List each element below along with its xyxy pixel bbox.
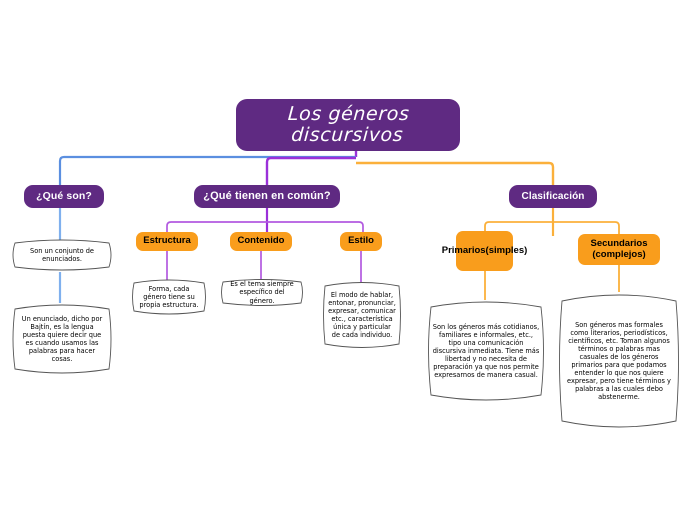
leaf-box-enunciados[interactable]: Son un conjunto de enunciados. [10, 236, 114, 274]
leaf-box-tema-text: Es el tema siempre específico del género… [230, 280, 294, 305]
sub-node-estilo-label: Estilo [348, 235, 374, 247]
leaf-box-bajtin[interactable]: Un enunciado, dicho por Bajtín, es la le… [10, 300, 114, 378]
leaf-outline-shape [323, 282, 401, 348]
sub-node-secundarios[interactable]: Secundarios (complejos) [578, 234, 660, 265]
leaf-outline-shape [12, 239, 112, 271]
leaf-box-cotidianos[interactable]: Son los géneros más cotidianos, familiar… [425, 296, 547, 406]
leaf-outline-shape [559, 294, 679, 428]
leaf-box-cotidianos-text: Son los géneros más cotidianos, familiar… [432, 322, 540, 380]
sub-node-estructura-label: Estructura [143, 235, 191, 247]
root-node[interactable]: Los géneros discursivos [236, 99, 460, 151]
leaf-outline-shape [221, 279, 303, 306]
leaf-outline-shape [12, 304, 112, 374]
leaf-box-bajtin-text: Un enunciado, dicho por Bajtín, es la le… [21, 314, 103, 364]
branch-node-que-son[interactable]: ¿Qué son? [24, 185, 104, 208]
sub-node-contenido[interactable]: Contenido [230, 232, 292, 251]
wire-root-to-comun [265, 156, 356, 185]
branch-node-clasificacion[interactable]: Clasificación [509, 185, 597, 208]
leaf-box-enunciados-text: Son un conjunto de enunciados. [30, 246, 94, 263]
leaf-outline-shape [428, 301, 544, 401]
wire-root-to-queson [58, 155, 356, 185]
sub-node-contenido-label: Contenido [237, 235, 285, 247]
leaf-box-forma-text: Forma, cada género tiene su propia estru… [139, 284, 199, 310]
wire-root-to-clasificacion [356, 161, 555, 185]
branch-node-que-tienen-en-comun[interactable]: ¿Qué tienen en común? [194, 185, 340, 208]
sub-node-estructura[interactable]: Estructura [136, 232, 198, 251]
branch-node-que-son-label: ¿Qué son? [36, 189, 92, 202]
branch-node-clasificacion-label: Clasificación [521, 191, 585, 202]
leaf-box-formales[interactable]: Son géneros mas formales como literarios… [556, 288, 682, 434]
sub-node-estilo[interactable]: Estilo [340, 232, 382, 251]
sub-node-primarios[interactable]: Primarios(simples) [442, 231, 527, 271]
root-node-label: Los géneros discursivos [287, 103, 411, 146]
sub-node-secundarios-label: Secundarios (complejos) [590, 237, 648, 260]
leaf-outline-shape [132, 279, 206, 315]
leaf-box-modo-text: El modo de hablar, entonar, pronunciar, … [328, 290, 396, 340]
branch-node-que-tienen-en-comun-label: ¿Qué tienen en común? [203, 190, 331, 203]
leaf-box-formales-text: Son géneros mas formales como literarios… [567, 320, 671, 402]
leaf-box-modo[interactable]: El modo de hablar, entonar, pronunciar, … [321, 278, 403, 352]
leaf-box-forma[interactable]: Forma, cada género tiene su propia estru… [130, 276, 208, 318]
leaf-box-tema[interactable]: Es el tema siempre específico del género… [219, 276, 305, 309]
sub-node-primarios-label: Primarios(simples) [441, 244, 528, 256]
